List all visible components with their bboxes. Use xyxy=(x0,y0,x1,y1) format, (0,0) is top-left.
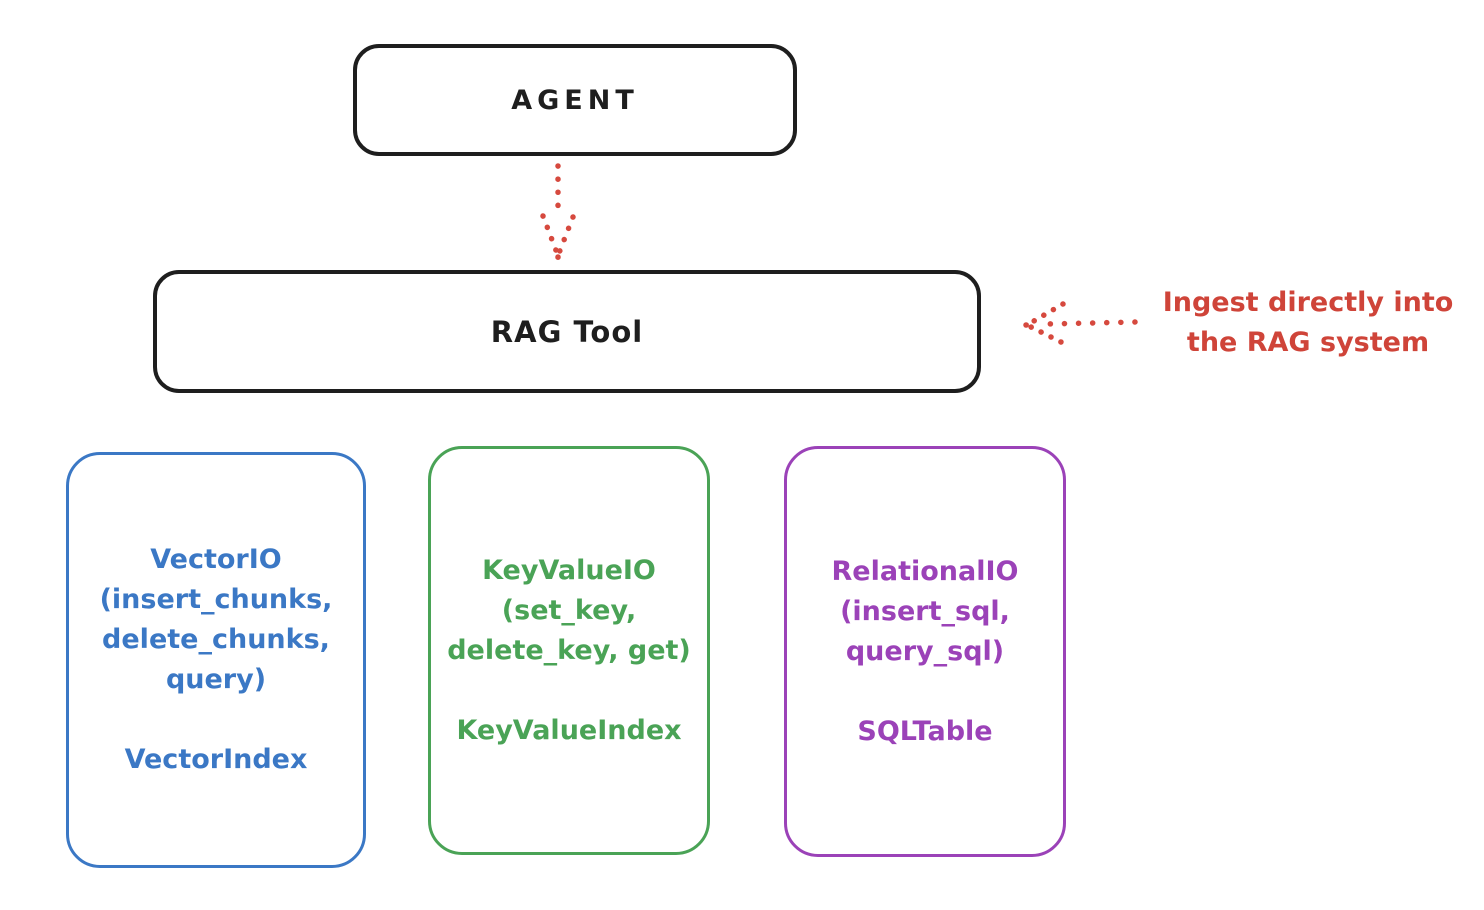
dotted-down-arrow-icon xyxy=(540,163,576,260)
rag-tool-box: RAG Tool xyxy=(153,270,981,393)
ingest-annotation: Ingest directly into the RAG system xyxy=(1140,283,1476,363)
keyvalue-io-methods-line2: delete_key, get) xyxy=(447,634,691,666)
vector-io-title: VectorIO xyxy=(150,544,282,575)
keyvalue-index-label: KeyValueIndex xyxy=(456,714,682,746)
agent-label: AGENT xyxy=(511,84,639,116)
sql-table-label: SQLTable xyxy=(857,715,993,747)
ingest-annotation-line1: Ingest directly into xyxy=(1162,287,1454,318)
keyvalue-io-box: KeyValueIO (set_key, delete_key, get) Ke… xyxy=(428,446,710,855)
relational-io-title: RelationalIO xyxy=(831,555,1019,587)
rag-tool-label: RAG Tool xyxy=(490,314,644,349)
dotted-left-arrow-icon xyxy=(1023,301,1138,345)
relational-io-box: RelationalIO (insert_sql, query_sql) SQL… xyxy=(784,446,1066,857)
vector-io-methods-line3: query) xyxy=(165,664,267,695)
agent-box: AGENT xyxy=(353,44,797,156)
keyvalue-io-methods-line1: (set_key, xyxy=(501,594,637,626)
keyvalue-io-title: KeyValueIO xyxy=(482,554,656,586)
relational-io-methods-line2: query_sql) xyxy=(845,635,1005,667)
vector-io-methods-line2: delete_chunks, xyxy=(102,624,330,655)
ingest-annotation-line2: the RAG system xyxy=(1186,327,1430,358)
vector-index-label: VectorIndex xyxy=(124,744,308,775)
vector-io-methods-line1: (insert_chunks, xyxy=(99,584,333,615)
vector-io-box: VectorIO (insert_chunks, delete_chunks, … xyxy=(66,452,366,868)
relational-io-methods-line1: (insert_sql, xyxy=(840,595,1010,627)
